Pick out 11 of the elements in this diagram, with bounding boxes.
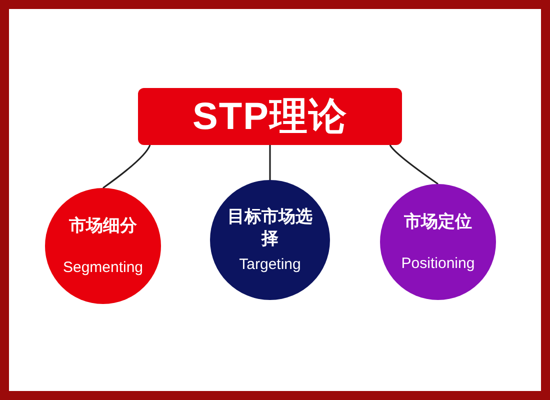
title-text: STP理论	[192, 95, 348, 140]
connector-line	[102, 144, 151, 189]
chinese-label: 目标市场选择	[226, 207, 314, 250]
connector-line	[269, 145, 271, 180]
english-label: Targeting	[239, 256, 301, 273]
english-label: Positioning	[401, 255, 475, 272]
title-box	[138, 88, 402, 145]
chinese-label: 市场细分	[68, 216, 138, 238]
english-label: Segmenting	[62, 259, 144, 276]
connector-line	[389, 144, 438, 185]
chinese-label: 市场定位	[403, 212, 473, 234]
